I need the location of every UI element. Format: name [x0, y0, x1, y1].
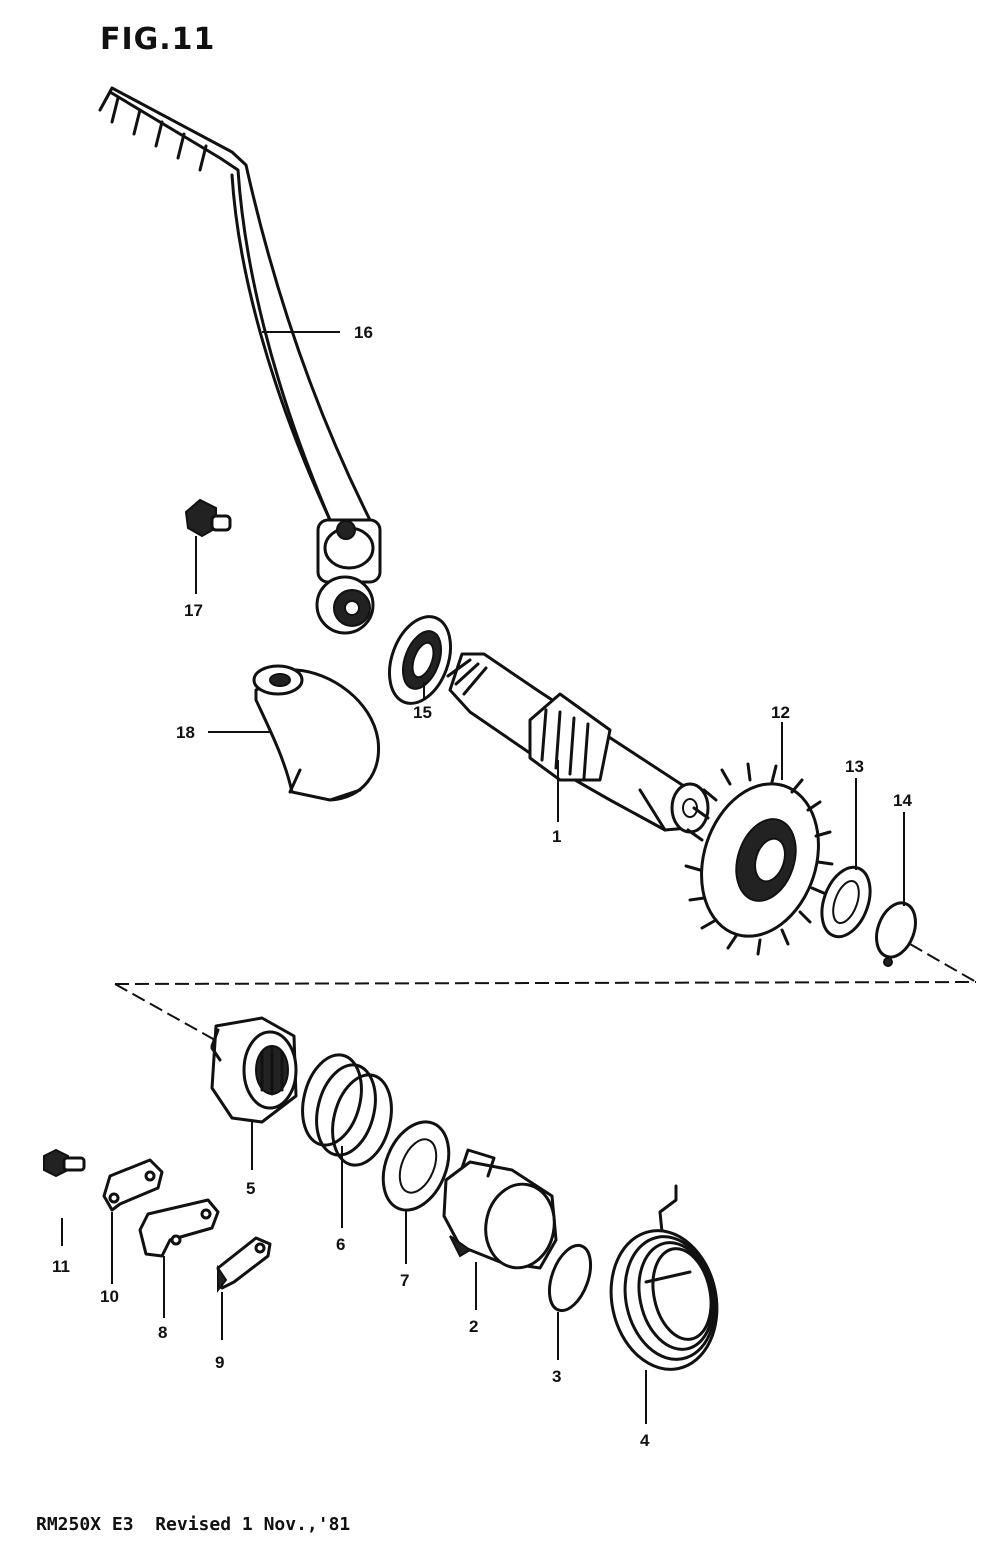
part-label-5: 5 — [246, 1179, 255, 1198]
part-label-6: 6 — [336, 1235, 345, 1254]
part-label-2: 2 — [469, 1317, 478, 1336]
part-6-spring — [301, 1053, 393, 1167]
part-7-washer — [381, 1120, 451, 1212]
part-9-pawl — [216, 1236, 272, 1293]
leader-lines — [61, 331, 905, 1424]
part-label-13: 13 — [845, 757, 864, 776]
part-label-1: 1 — [552, 827, 561, 846]
part-label-18: 18 — [176, 723, 195, 742]
part-18-boot-cover — [252, 664, 380, 802]
part-16-kick-lever — [98, 86, 382, 635]
part-15-oil-seal — [388, 615, 452, 705]
part-2-guide — [442, 1148, 558, 1270]
part-1-kick-shaft — [446, 652, 710, 834]
revision-footer: RM250X E3 Revised 1 Nov.,'81 — [36, 1514, 351, 1535]
part-label-10: 10 — [100, 1287, 119, 1306]
part-label-11: 11 — [52, 1257, 70, 1276]
part-label-3: 3 — [552, 1367, 561, 1386]
part-10-plate — [102, 1158, 164, 1212]
part-label-12: 12 — [771, 703, 790, 722]
part-14-circlip — [875, 901, 917, 967]
part-5-ratchet — [210, 1016, 298, 1124]
part-label-17: 17 — [184, 601, 203, 620]
part-12-kick-gear — [684, 762, 834, 956]
part-label-14: 14 — [893, 791, 912, 810]
part-label-4: 4 — [640, 1431, 650, 1450]
part-label-15: 15 — [413, 703, 432, 722]
part-3-circlip — [547, 1243, 593, 1313]
part-8-stopper-plate — [138, 1198, 220, 1258]
part-number-labels: 1 2 3 4 5 6 7 8 9 10 11 12 13 14 15 16 1… — [52, 323, 912, 1450]
assembly-line — [114, 943, 977, 1041]
part-4-return-spring — [609, 1184, 719, 1371]
part-label-16: 16 — [354, 323, 373, 342]
part-label-8: 8 — [158, 1323, 167, 1342]
part-17-bolt — [184, 498, 232, 538]
part-label-9: 9 — [215, 1353, 224, 1372]
figure-title: FIG.11 — [100, 22, 216, 57]
part-label-7: 7 — [400, 1271, 409, 1290]
part-13-washer — [820, 865, 872, 939]
part-11-screw — [43, 1148, 86, 1178]
